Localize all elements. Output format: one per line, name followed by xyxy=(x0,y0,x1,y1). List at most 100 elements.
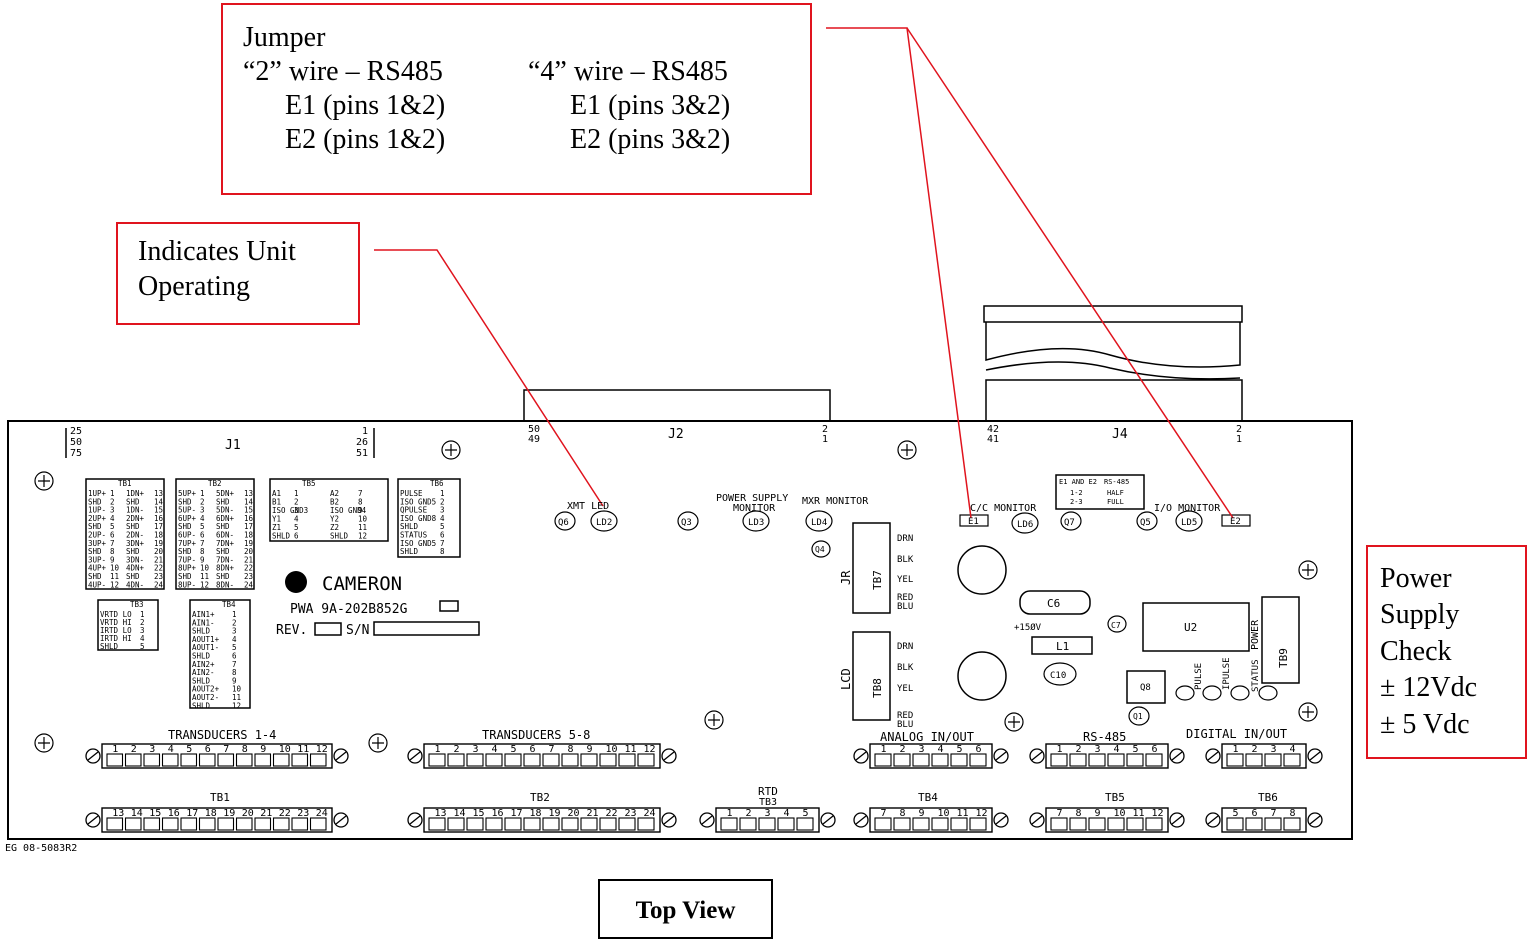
jumper-table-header: E1 AND E2 xyxy=(1059,478,1097,486)
tb1-pinout-pin: 1UP- xyxy=(88,506,106,515)
tb4-pinout-pin: SHLD xyxy=(192,676,211,685)
terminal-pin-number: 2 xyxy=(900,744,906,755)
part-label: LD4 xyxy=(811,518,827,528)
tb4-pinout-pin-number: 4 xyxy=(232,635,237,644)
tb3-pinout-pin: VRTD HI xyxy=(100,618,132,627)
wire-label: BLU xyxy=(897,602,913,612)
tb2-pinout-pin-number: 9 xyxy=(200,555,205,564)
tb1-pinout-pin: 4DN+ xyxy=(126,564,145,573)
terminal-pin-number: 6 xyxy=(1152,744,1158,755)
part-label: C7 xyxy=(1111,621,1121,630)
tb4-pinout-pin-number: 9 xyxy=(232,676,237,685)
j1-pin-label: 1 xyxy=(362,426,368,437)
tb1-pinout-pin-number: 16 xyxy=(154,514,164,523)
terminal-pin-number: 1 xyxy=(435,744,441,755)
terminal-pin-number: 10 xyxy=(1114,808,1126,819)
jr-label: JR xyxy=(839,570,853,585)
digital-in-out-label: DIGITAL IN/OUT xyxy=(1186,727,1287,741)
tb5-pinout-pin-number: 6 xyxy=(294,532,299,541)
terminal-pin-number: 7 xyxy=(1271,808,1277,819)
tb4-pinout-pin-number: 10 xyxy=(232,685,242,694)
tb2-pinout-pin: SHD xyxy=(178,522,192,531)
tb2-pinout-pin-number: 6 xyxy=(200,531,205,540)
mxr-monitor-label: MXR MONITOR xyxy=(802,496,869,507)
tb5-pinout-pin-number: 9 xyxy=(358,506,363,515)
operating-line-1: Indicates Unit xyxy=(138,236,296,267)
wire-label: RED xyxy=(897,711,913,721)
tb4-pinout-pin: SHLD xyxy=(192,701,211,710)
tb2-pinout-pin: 6UP- xyxy=(178,531,196,540)
unit-operating-callout: Indicates Unit Operating xyxy=(116,222,360,325)
terminal-pin-number: 1 xyxy=(1233,744,1239,755)
terminal-pin-number: 12 xyxy=(316,744,328,755)
wire-label: BLK xyxy=(897,555,914,565)
terminal-pin-number: 21 xyxy=(587,808,599,819)
terminal-pin-number: 4 xyxy=(784,808,790,819)
terminal-pin-number: 4 xyxy=(1114,744,1120,755)
tb3-pinout-pin: VRTD LO xyxy=(100,610,132,619)
tb1-pinout-pin: 2UP- xyxy=(88,531,106,540)
jumper-table-header: RS-485 xyxy=(1104,478,1129,486)
terminal-pin-number: 9 xyxy=(919,808,925,819)
tb2-pinout-pin: 6UP+ xyxy=(178,514,197,523)
terminal-pin-number: 1 xyxy=(881,744,887,755)
u2-chip xyxy=(1142,602,1250,652)
j4-ribbon-cable xyxy=(983,305,1243,422)
tb2-pinout-pin-number: 19 xyxy=(244,539,253,548)
terminal-pin-number: 8 xyxy=(568,744,574,755)
power-supply-monitor-label: MONITOR xyxy=(733,503,776,514)
j1-pin-label: 26 xyxy=(356,437,368,448)
tb5-pinout-pin: Y2 xyxy=(330,515,339,524)
part-label: Q5 xyxy=(1140,518,1151,528)
tb6-pinout-pin: ISO GND8 xyxy=(400,514,437,523)
terminal-pin-number: 5 xyxy=(1233,808,1239,819)
tb5-pinout-pin: Y1 xyxy=(272,515,281,524)
tb1-pinout-pin-number: 6 xyxy=(110,531,115,540)
tb1-pinout-pin-number: 11 xyxy=(110,572,119,581)
tb1-pinout-pin-number: 3 xyxy=(110,506,115,515)
terminal-pin-number: 22 xyxy=(279,808,291,819)
capacitor-large-1 xyxy=(957,545,1007,595)
xmt-led-label: XMT LED xyxy=(567,501,609,512)
j4-pin-label: 42 xyxy=(987,424,999,435)
tb1-pinout-pin: 1UP+ xyxy=(88,489,107,498)
two-wire-e2: E2 (pins 1&2) xyxy=(285,124,446,155)
part-label: C6 xyxy=(1047,597,1060,610)
terminal-pin-number: 1 xyxy=(1057,744,1063,755)
tb6-pinout-title: TB6 xyxy=(430,479,444,488)
tb1-pinout-pin: 3DN- xyxy=(126,555,144,564)
tb3-pinout-pin: IRTD LO xyxy=(100,626,132,635)
j1-pin-label: 25 xyxy=(70,426,82,437)
tb1-pinout-pin: SHD xyxy=(88,547,102,556)
tb2-pinout-pin: SHD xyxy=(178,497,192,506)
tb5-pinout-pin: SHLD xyxy=(272,532,291,541)
two-wire-heading: “2” wire – RS485 xyxy=(243,56,443,87)
terminal-pin-number: 11 xyxy=(1133,808,1145,819)
tb6-pinout-pin-number: 6 xyxy=(440,531,445,540)
terminal-pin-number: 11 xyxy=(625,744,637,755)
tb4-pinout-pin: AOUT1- xyxy=(192,643,219,652)
terminal-pin-number: 12 xyxy=(1152,808,1164,819)
terminal-pin-number: 3 xyxy=(919,744,925,755)
lcd-label: LCD xyxy=(839,668,853,690)
terminal-pin-number: 6 xyxy=(1252,808,1258,819)
terminal-pin-number: 17 xyxy=(511,808,523,819)
terminal-pin-number: 1 xyxy=(112,744,118,755)
tb1-pinout-pin-number: 15 xyxy=(154,506,163,515)
terminal-pin-number: 6 xyxy=(205,744,211,755)
tb6-pinout-pin: SHLD xyxy=(400,522,419,531)
tb2-pinout-pin: 5UP+ xyxy=(178,489,197,498)
mounting-holes xyxy=(34,440,1318,753)
tb1-pinout-pin-number: 24 xyxy=(154,580,164,589)
tb9-block xyxy=(1261,596,1300,684)
tb5-pinout-pin-number: 10 xyxy=(358,515,368,524)
cameron-logo-icon xyxy=(285,571,307,593)
tb1-pinout-pin-number: 22 xyxy=(154,564,163,573)
terminal-pin-number: 3 xyxy=(765,808,771,819)
tb5-pinout-pin-number: 3 xyxy=(294,506,299,515)
tb3-pinout-pin: SHLD xyxy=(100,642,119,651)
tb2-pinout-title: TB2 xyxy=(208,479,222,488)
part-label: LD6 xyxy=(1017,520,1033,530)
